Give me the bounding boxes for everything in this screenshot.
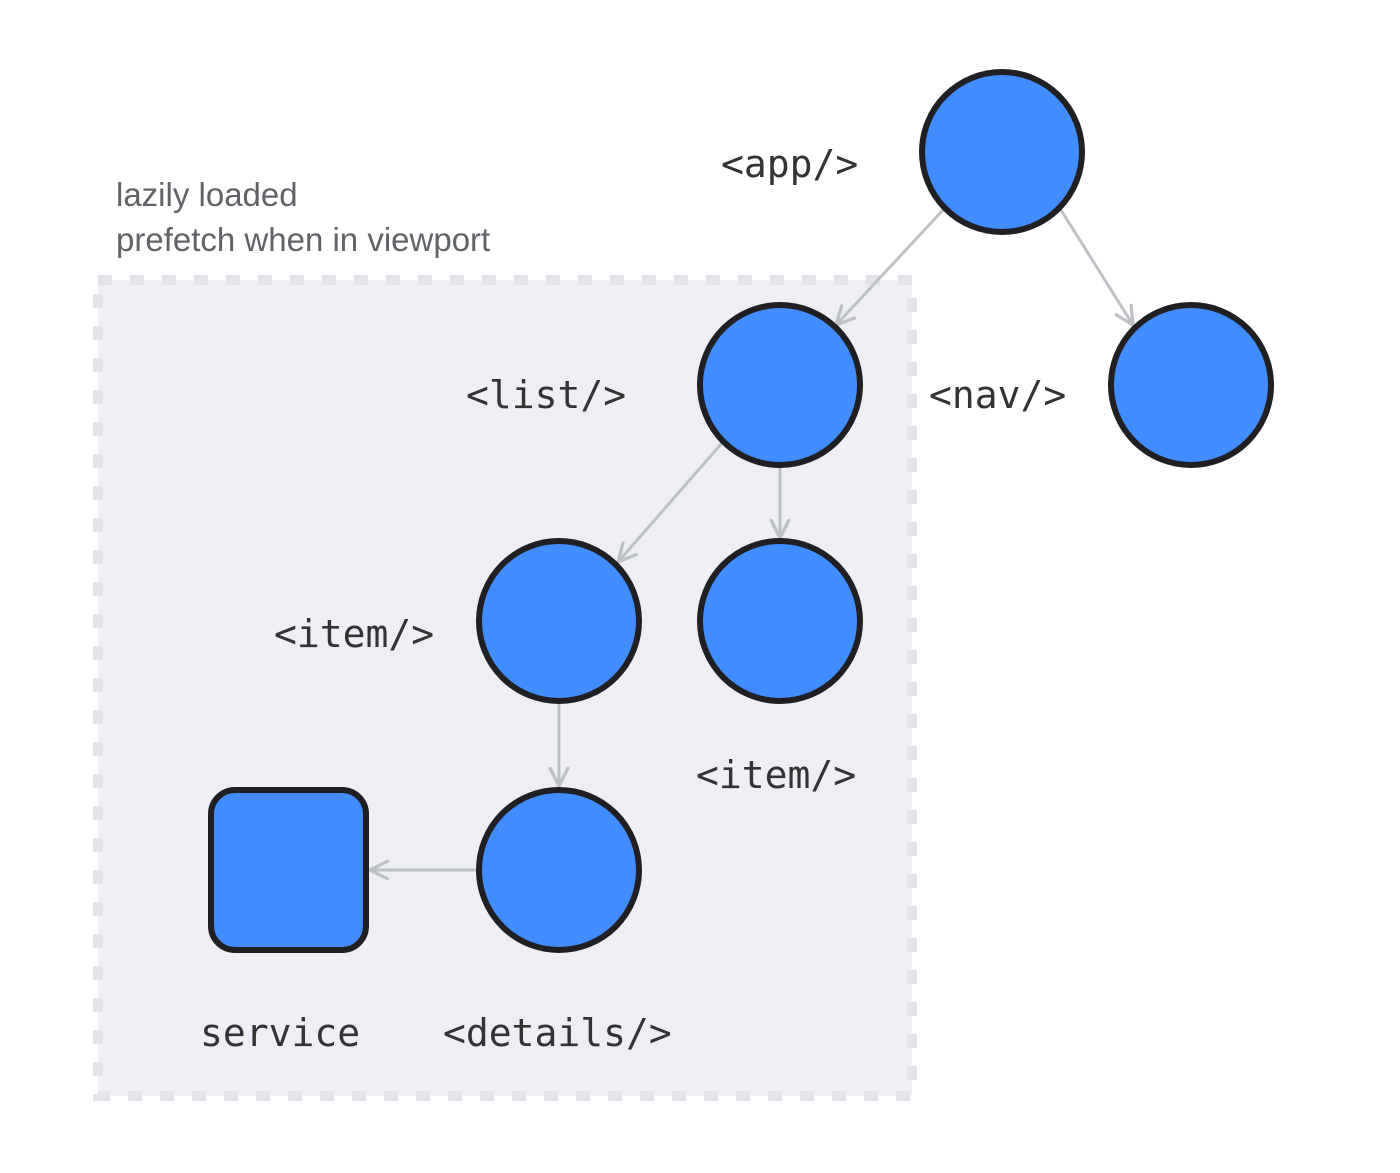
label-list: <list/> [466,373,626,417]
label-item-right: <item/> [696,753,856,797]
label-details: <details/> [443,1011,672,1055]
node-list [697,302,863,468]
edge-app-to-nav [1059,209,1135,327]
node-service [208,787,369,953]
edge-app-to-list [834,208,945,327]
edges [368,208,1135,881]
label-item-left: <item/> [274,612,434,656]
region-caption-line1: lazily loaded [116,176,298,213]
node-details [476,787,642,953]
label-service: service [200,1011,360,1055]
node-item-right [697,538,863,704]
label-app: <app/> [721,142,858,186]
label-nav: <nav/> [929,373,1066,417]
node-item-left [476,538,642,704]
node-app [919,69,1085,235]
node-nav [1108,302,1274,468]
region-caption-line2: prefetch when in viewport [116,221,490,258]
edge-list-to-item-left [616,442,724,564]
